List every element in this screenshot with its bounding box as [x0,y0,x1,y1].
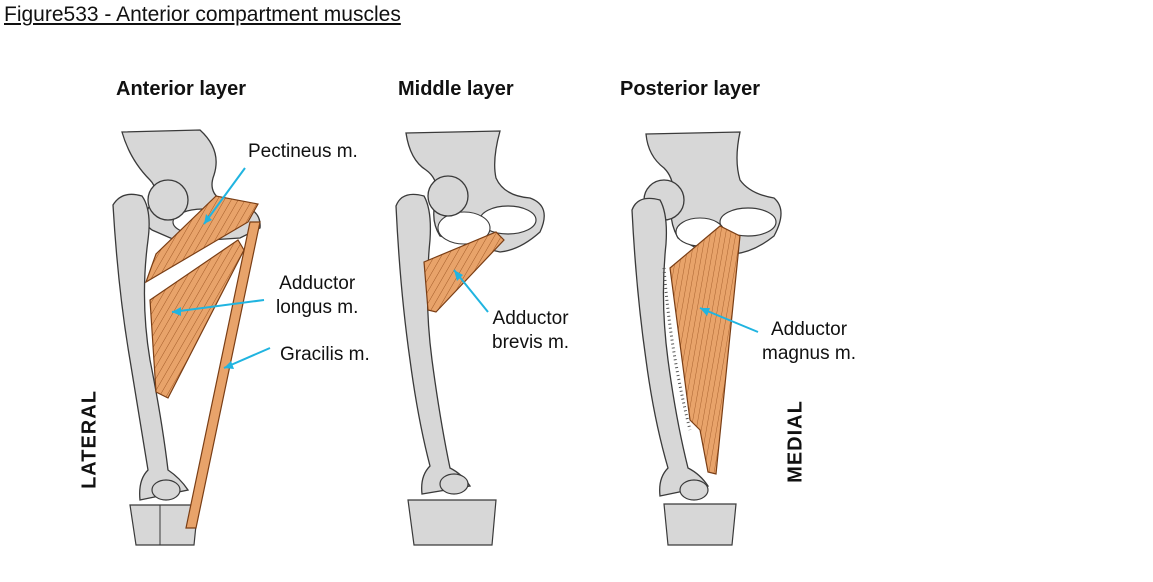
pectineus-pointer [203,167,246,225]
adductor-magnus-label: Adductor magnus m. [762,318,856,366]
adductor-magnus-label-line2: magnus m. [762,343,856,364]
tibia-middle [407,499,497,546]
femur-anterior [112,193,190,501]
adductor-brevis-label-line1: Adductor [492,308,569,329]
pectineus-label: Pectineus m. [248,141,358,162]
adductor-magnus-pointer [699,307,759,333]
anterior-layer-figure [112,129,271,546]
posterior-layer-figure [631,131,782,546]
femoral-head-middle [427,175,469,217]
figure-title: Figure533 - Anterior compartment muscles [4,3,401,26]
patella-middle [439,473,469,495]
tibia-anterior [129,504,199,546]
femoral-head-anterior [147,179,189,221]
pectineus-muscle [144,195,259,284]
femur-posterior [631,197,710,497]
patella-posterior [679,479,709,501]
adductor-magnus-label-line1: Adductor [770,319,848,340]
adductor-brevis-label-line2: brevis m. [492,332,570,353]
gracilis-muscle [185,221,261,529]
middle-layer-figure [395,130,545,546]
anterior-layer-heading: Anterior layer [116,78,247,100]
medial-orientation-label: MEDIAL [784,400,807,483]
adductor-longus-label-line2: longus m. [276,297,359,318]
obturator-foramen-posterior [719,207,777,237]
patella-anterior [151,479,181,501]
posterior-layer-heading: Posterior layer [620,78,761,100]
adductor-brevis-label: Adductor brevis m. [492,307,569,355]
adductor-longus-label-line1: Adductor [279,273,356,294]
adductor-magnus-muscle [669,225,741,475]
tibia-posterior [663,503,737,546]
middle-layer-heading: Middle layer [398,78,514,100]
gracilis-label: Gracilis m. [280,344,370,365]
lateral-orientation-label: LATERAL [78,390,101,489]
adductor-longus-label: Adductor longus m. [276,272,358,320]
femur-middle [395,193,472,495]
adductor-longus-pointer [171,299,265,313]
adductor-longus-muscle [149,239,245,399]
adductor-brevis-muscle [423,231,505,313]
